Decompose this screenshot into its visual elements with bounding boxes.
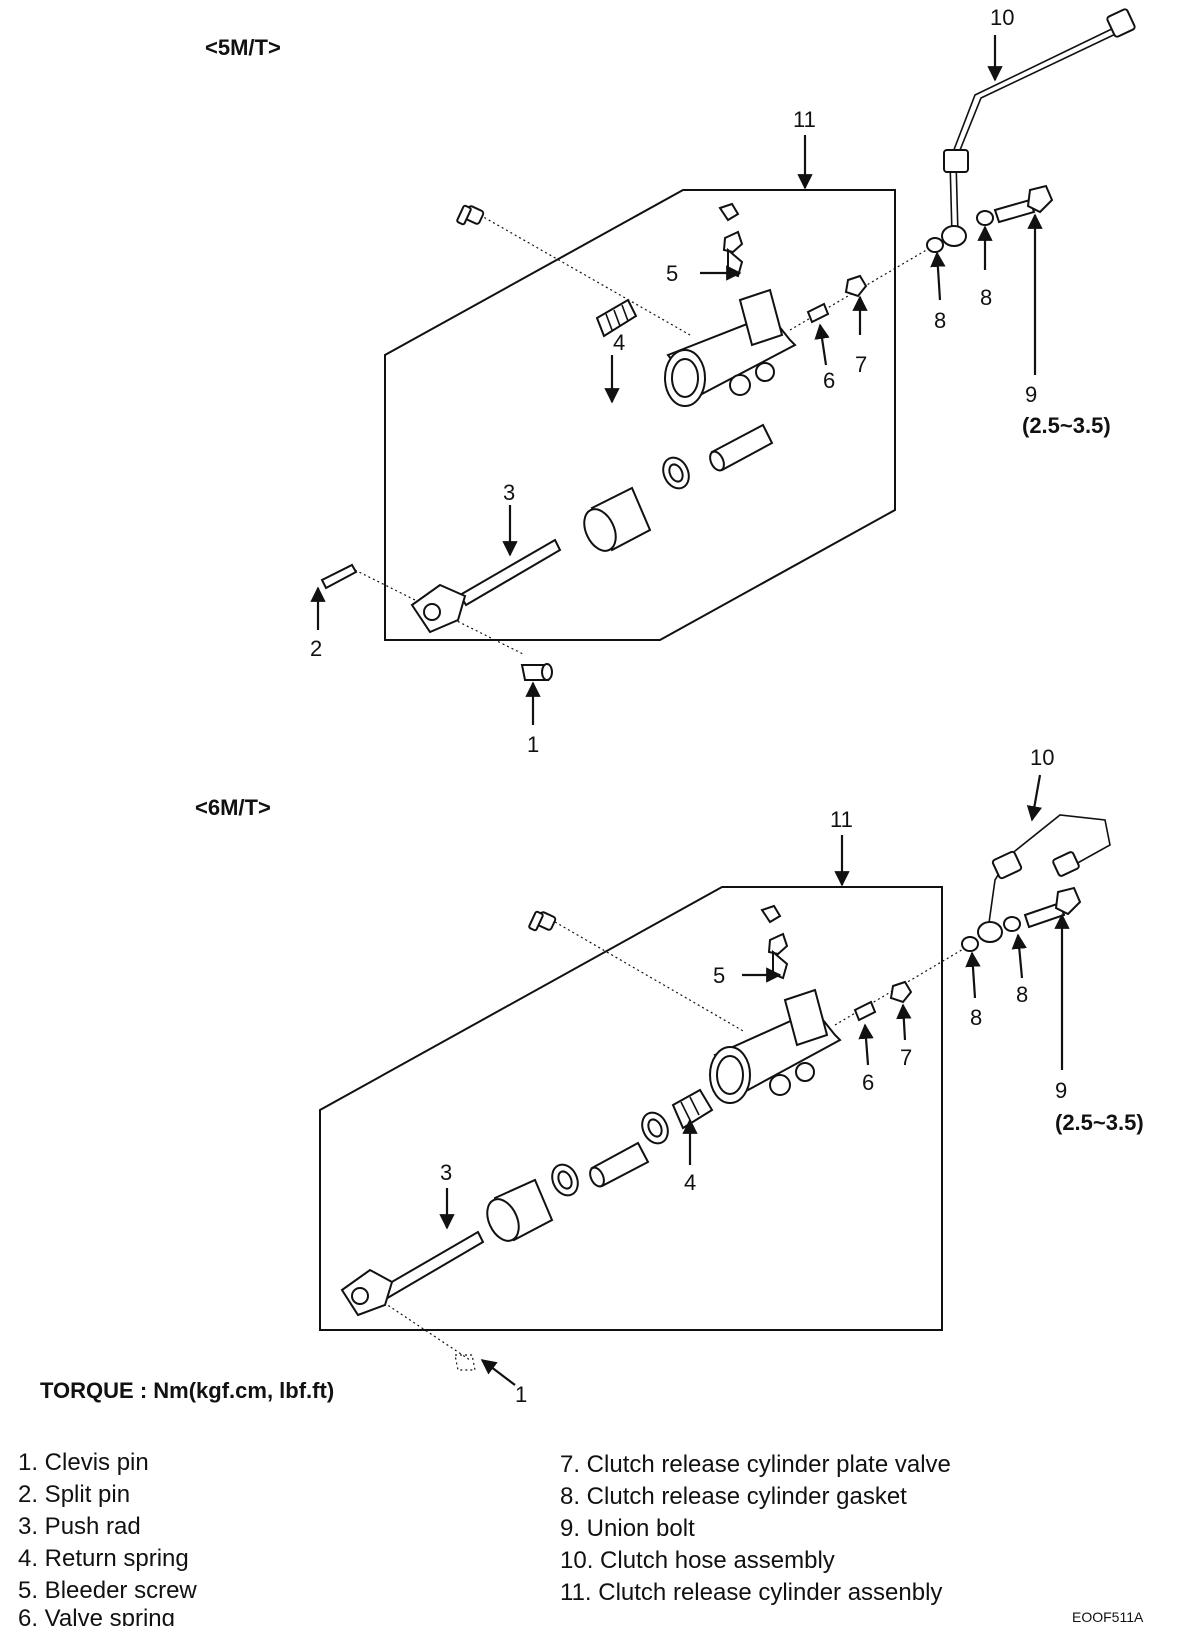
push-rod: [340, 1230, 485, 1317]
callout-arrow: [480, 1359, 516, 1386]
callout-9-torque: (2.5~3.5): [1022, 413, 1111, 438]
callout-5: 5: [666, 261, 678, 286]
legend-item: 9. Union bolt: [560, 1515, 695, 1542]
dust-cap-bolt: [456, 204, 485, 226]
callout-8-right: 8: [980, 285, 992, 310]
legend-item: 6. Valve spring: [18, 1605, 175, 1626]
callout-arrow: [1011, 933, 1027, 979]
callout-arrow: [1026, 774, 1043, 822]
assembly-outline: [384, 189, 896, 641]
callout-arrow: [896, 1003, 912, 1041]
diagram-5mt: <5M/T>: [205, 5, 1136, 757]
piston: [583, 486, 652, 552]
callout-5: 5: [713, 963, 725, 988]
bleeder-screw: [760, 904, 789, 980]
legend-item: 7. Clutch release cylinder plate valve: [560, 1451, 951, 1478]
legend-item: 10. Clutch hose assembly: [560, 1547, 835, 1574]
callout-arrow: [965, 951, 981, 999]
callout-6: 6: [823, 368, 835, 393]
valve-rod: [709, 423, 774, 472]
clutch-hose: [941, 8, 1136, 247]
callout-9: 9: [1025, 382, 1037, 407]
clevis-pin: [454, 1354, 476, 1371]
valve-rod: [589, 1141, 650, 1188]
valve-spring: [806, 302, 830, 324]
callout-2: 2: [310, 636, 322, 661]
gasket: [976, 210, 994, 226]
union-bolt: [993, 184, 1054, 224]
return-spring: [671, 1088, 714, 1130]
clevis-pin: [520, 663, 553, 681]
callout-4: 4: [684, 1170, 696, 1195]
clutch-hose: [977, 814, 1111, 943]
figure-code: EOOF511A: [1072, 1609, 1144, 1625]
legend-item: 2. Split pin: [18, 1481, 130, 1508]
guide-line: [379, 1299, 471, 1361]
callout-11: 11: [830, 807, 853, 832]
legend-item: 4. Return spring: [18, 1545, 189, 1572]
legend-left: 1. Clevis pin 2. Split pin 3. Push rad 4…: [18, 1449, 197, 1626]
callout-6: 6: [862, 1070, 874, 1095]
callout-arrow: [930, 251, 946, 301]
callout-1: 1: [515, 1382, 527, 1407]
callout-7: 7: [900, 1045, 912, 1070]
plate-valve: [889, 980, 913, 1004]
diagram-title: <6M/T>: [195, 795, 271, 820]
diagram-6mt: <6M/T>: [195, 745, 1144, 1407]
callout-8-left: 8: [970, 1005, 982, 1030]
gasket: [926, 237, 944, 253]
legend-item: 11. Clutch release cylinder assenbly: [560, 1579, 942, 1606]
legend-item: 5. Bleeder screw: [18, 1577, 197, 1604]
legend-right: 7. Clutch release cylinder plate valve 8…: [560, 1451, 951, 1606]
callout-10: 10: [990, 5, 1014, 30]
plate-valve: [844, 274, 868, 298]
torque-note: TORQUE : Nm(kgf.cm, lbf.ft): [40, 1378, 334, 1403]
callout-1: 1: [527, 732, 539, 757]
callout-arrow: [858, 1023, 874, 1066]
guide-line: [789, 244, 936, 331]
callout-8-left: 8: [934, 308, 946, 333]
return-spring: [595, 298, 638, 338]
callout-9-torque: (2.5~3.5): [1055, 1110, 1144, 1135]
callout-7: 7: [855, 352, 867, 377]
cylinder-body: [664, 288, 797, 407]
union-bolt: [1023, 886, 1082, 929]
gasket: [961, 936, 979, 952]
legend-item: 3. Push rad: [18, 1513, 141, 1540]
legend-item: 8. Clutch release cylinder gasket: [560, 1483, 907, 1510]
cylinder-body: [709, 988, 842, 1104]
callout-10: 10: [1030, 745, 1054, 770]
diagram-title: <5M/T>: [205, 35, 281, 60]
guide-line: [554, 921, 746, 1033]
dust-cap-bolt: [528, 910, 557, 932]
bleeder-screw: [718, 202, 744, 278]
valve-spring: [853, 1000, 877, 1022]
split-pin: [320, 563, 358, 590]
callout-3: 3: [440, 1160, 452, 1185]
callout-4: 4: [613, 330, 625, 355]
assembly-outline: [319, 886, 943, 1331]
callout-3: 3: [503, 480, 515, 505]
push-rod: [410, 538, 562, 634]
callout-11: 11: [793, 107, 816, 132]
callout-9: 9: [1055, 1078, 1067, 1103]
piston: [486, 1178, 554, 1242]
gasket: [1003, 916, 1021, 932]
callout-8-right: 8: [1016, 982, 1028, 1007]
legend-item: 1. Clevis pin: [18, 1449, 149, 1476]
callout-arrow: [814, 323, 830, 366]
guide-line: [479, 214, 691, 336]
